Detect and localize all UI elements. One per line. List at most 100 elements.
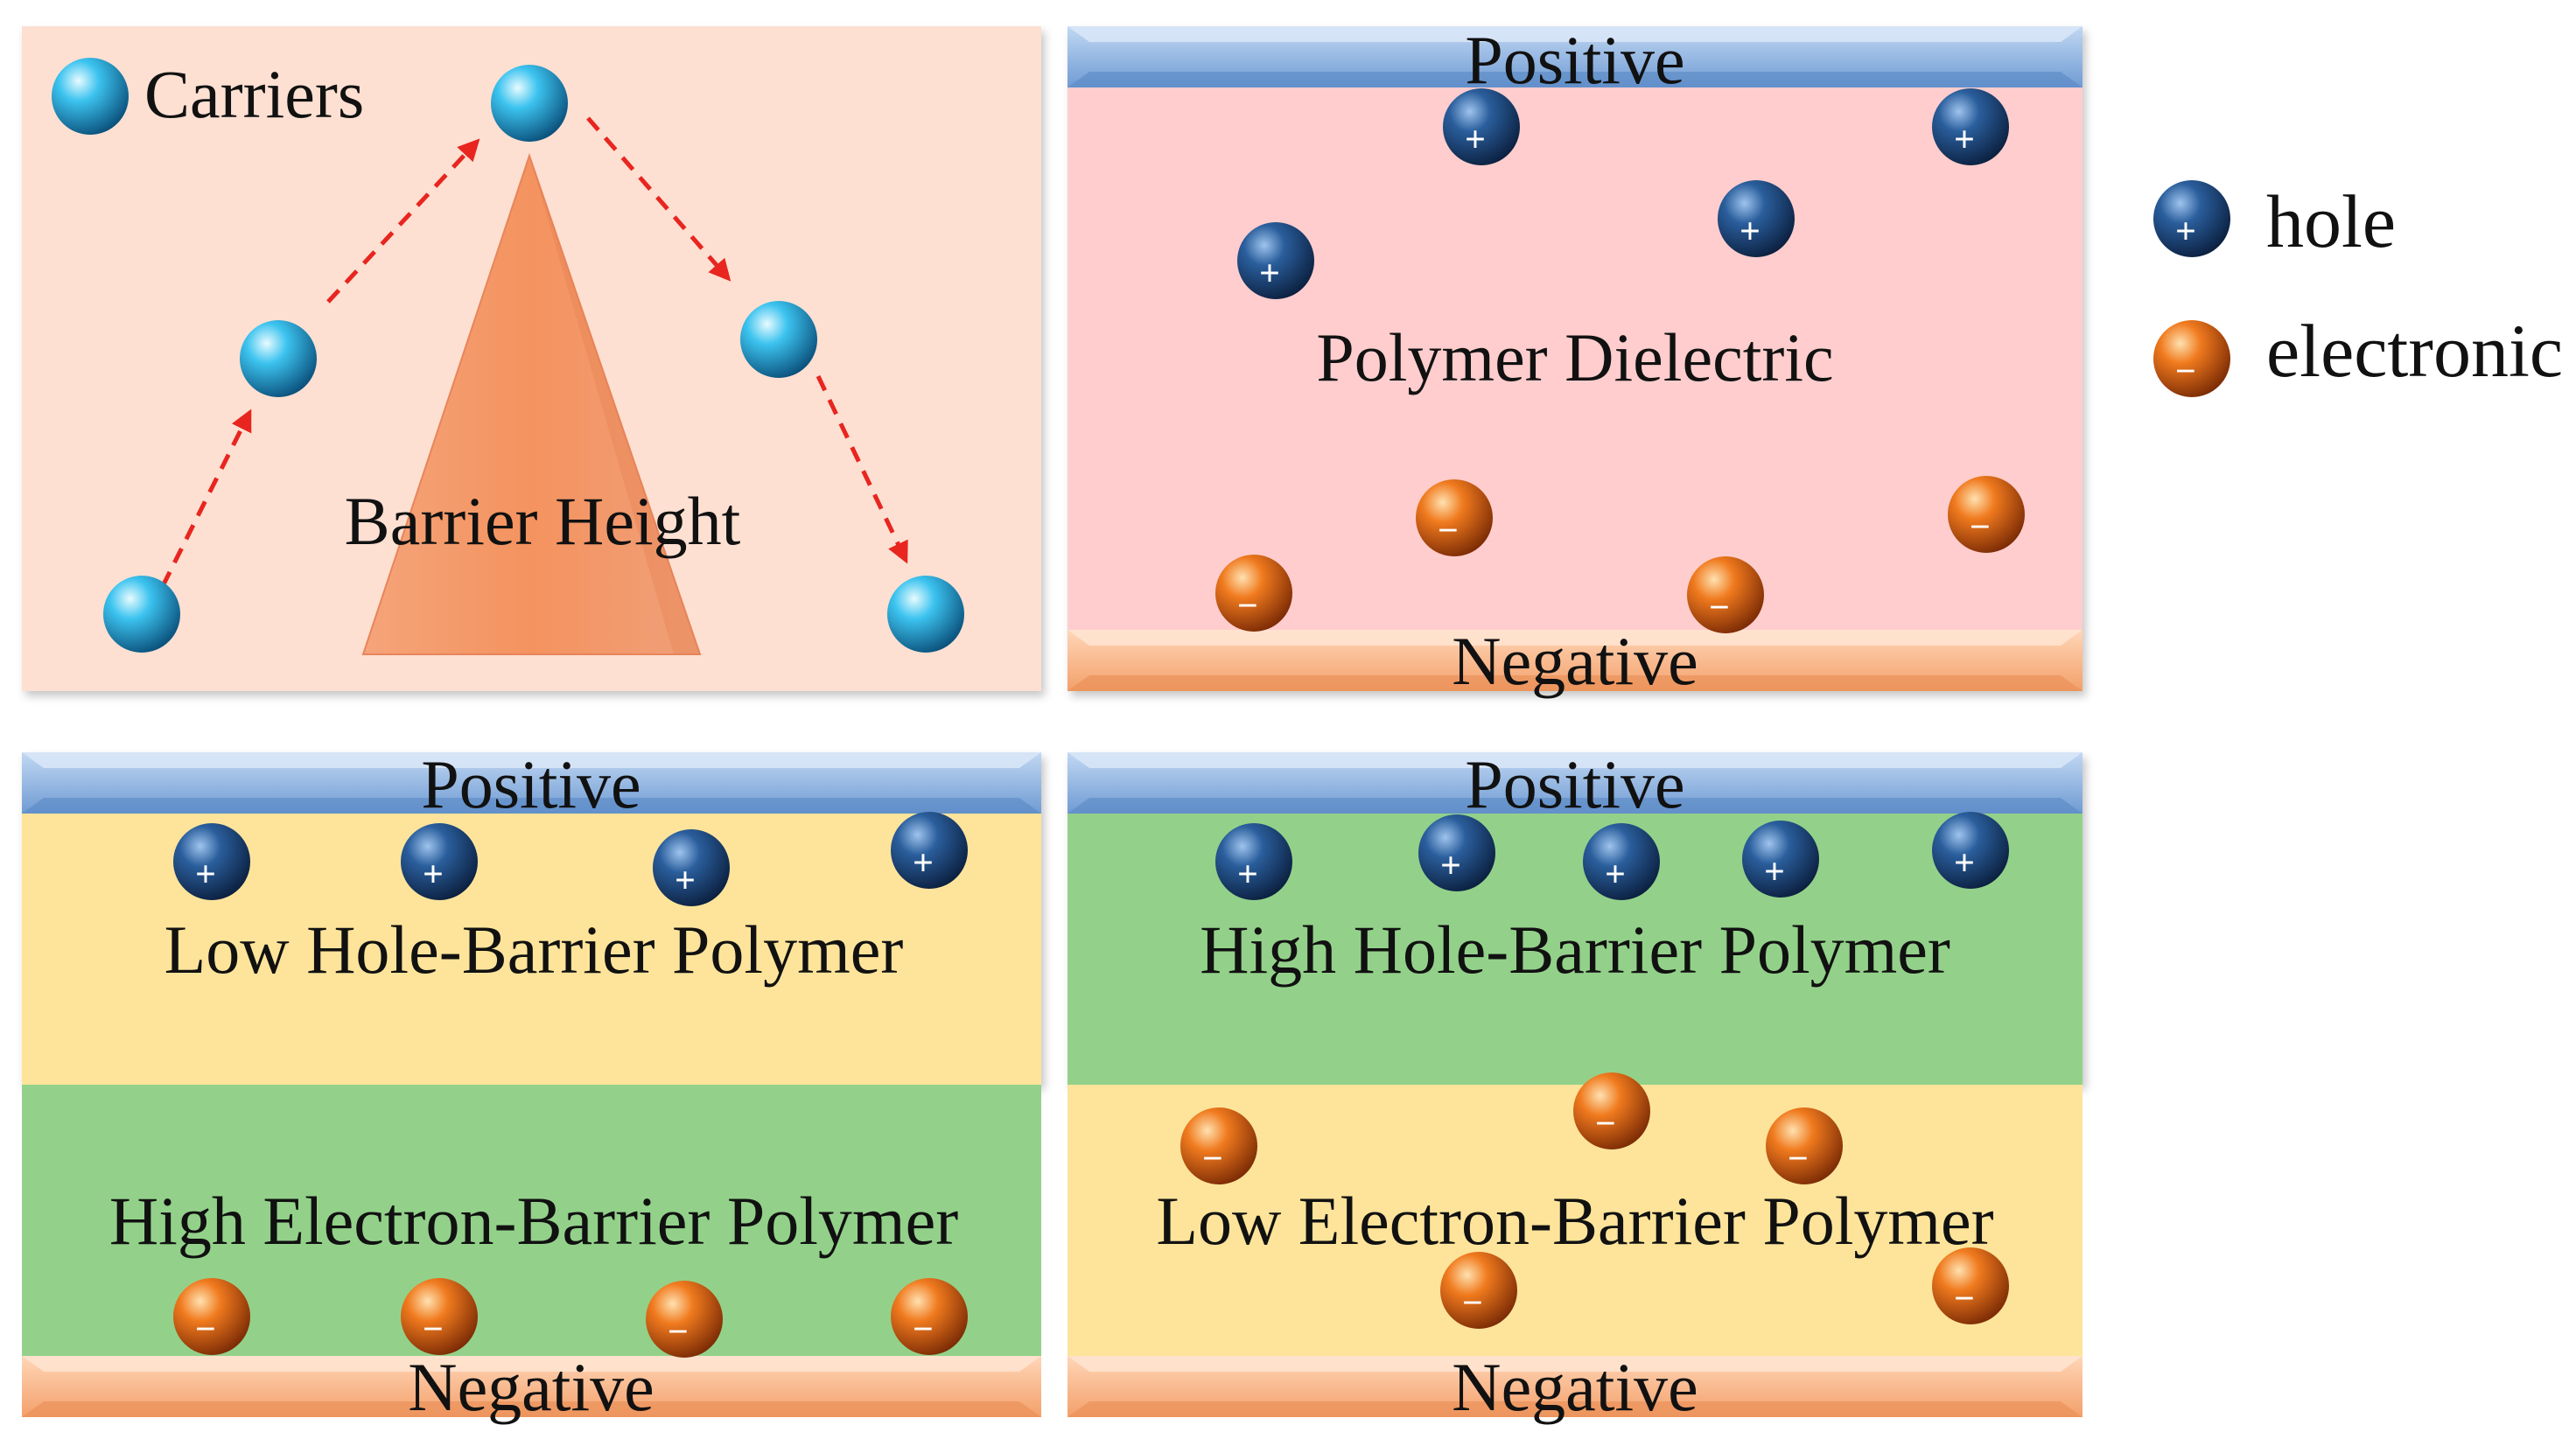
hole-particle: + bbox=[173, 823, 250, 900]
electron-particle: − bbox=[1948, 476, 2025, 553]
hole-particle: + bbox=[2153, 180, 2230, 257]
electron-particle: − bbox=[1766, 1107, 1843, 1184]
plus-sign: + bbox=[675, 861, 696, 901]
hole-particle: + bbox=[401, 823, 478, 900]
electron-sphere bbox=[646, 1281, 723, 1358]
minus-sign: − bbox=[1237, 586, 1258, 626]
plus-sign: + bbox=[913, 843, 934, 884]
hole-sphere bbox=[401, 823, 478, 900]
electron-particles: − − − − − bbox=[1180, 1072, 2009, 1329]
plus-sign: + bbox=[2175, 212, 2196, 252]
carrier-sphere bbox=[491, 65, 568, 142]
minus-sign: − bbox=[2175, 352, 2196, 392]
high-hole-barrier-label: High Hole-Barrier Polymer bbox=[1200, 912, 1950, 988]
positive-label: Positive bbox=[1465, 746, 1684, 822]
electron-sphere bbox=[401, 1278, 478, 1355]
hole-particle: + bbox=[1237, 222, 1314, 299]
electron-particle: − bbox=[2153, 320, 2230, 397]
carrier-sphere bbox=[103, 576, 180, 653]
minus-sign: − bbox=[668, 1312, 689, 1352]
hole-particles: + + + + bbox=[1237, 88, 2009, 299]
electron-sphere bbox=[1573, 1072, 1650, 1149]
hole-sphere bbox=[1718, 180, 1795, 257]
electron-particle: − bbox=[1687, 556, 1764, 633]
hole-sphere bbox=[1237, 222, 1314, 299]
low-hole-barrier-label: Low Hole-Barrier Polymer bbox=[164, 912, 904, 988]
hole-particle: + bbox=[1215, 823, 1292, 900]
negative-label: Negative bbox=[1452, 623, 1698, 699]
electron-sphere bbox=[1416, 479, 1493, 556]
carrier-path-arrows bbox=[160, 116, 908, 588]
carriers-label: Carriers bbox=[144, 56, 364, 132]
polymer-dielectric-panel: Positive Negative Polymer Dielectric +++… bbox=[1068, 22, 2082, 699]
minus-sign: − bbox=[913, 1310, 934, 1350]
plus-sign: + bbox=[1740, 212, 1760, 252]
plus-sign: + bbox=[1954, 120, 1975, 160]
electron-sphere bbox=[1215, 555, 1292, 632]
legend-hole-marker: + bbox=[2153, 180, 2230, 257]
arrow-up-1 bbox=[160, 409, 252, 588]
electron-particle: − bbox=[173, 1278, 250, 1355]
electron-sphere bbox=[1687, 556, 1764, 633]
low-electron-barrier-label: Low Electron-Barrier Polymer bbox=[1156, 1183, 1993, 1259]
electron-sphere bbox=[173, 1278, 250, 1355]
arrow-up-2 bbox=[326, 138, 480, 304]
minus-sign: − bbox=[1709, 588, 1730, 628]
barrier-height-label: Barrier Height bbox=[345, 483, 741, 559]
plus-sign: + bbox=[1465, 120, 1486, 160]
hole-particle: + bbox=[653, 829, 730, 906]
hole-particle: + bbox=[1718, 180, 1795, 257]
hole-sphere bbox=[1583, 823, 1660, 900]
carrier-sphere bbox=[740, 301, 817, 378]
electron-particle: − bbox=[1440, 1252, 1517, 1329]
hole-sphere bbox=[1215, 823, 1292, 900]
legend-hole-label: hole bbox=[2266, 179, 2396, 263]
carriers-legend: Carriers bbox=[52, 56, 364, 135]
hole-sphere bbox=[1932, 88, 2009, 165]
electron-sphere bbox=[1440, 1252, 1517, 1329]
minus-sign: − bbox=[1462, 1283, 1483, 1324]
hole-particle: + bbox=[1418, 814, 1495, 891]
plus-sign: + bbox=[195, 855, 216, 895]
positive-label: Positive bbox=[421, 746, 640, 822]
positive-electrode bbox=[22, 752, 1041, 814]
legend-electronic-label: electronic bbox=[2266, 309, 2563, 393]
hole-particles: + + + + bbox=[173, 812, 968, 906]
hole-particle: + bbox=[891, 812, 968, 889]
electron-particles: −−−− bbox=[173, 1278, 968, 1358]
minus-sign: − bbox=[1970, 507, 1991, 548]
hole-particle: + bbox=[1443, 88, 1520, 165]
electron-particle: − bbox=[1573, 1072, 1650, 1149]
electron-sphere bbox=[1180, 1107, 1257, 1184]
electron-sphere bbox=[1948, 476, 2025, 553]
hole-sphere bbox=[653, 829, 730, 906]
electron-particle: − bbox=[891, 1278, 968, 1355]
electron-particle: − bbox=[1416, 479, 1493, 556]
hole-particle: + bbox=[1583, 823, 1660, 900]
minus-sign: − bbox=[1202, 1139, 1223, 1179]
minus-sign: − bbox=[1788, 1139, 1809, 1179]
hole-sphere bbox=[1418, 814, 1495, 891]
arrow-down-2 bbox=[816, 374, 908, 564]
hole-sphere bbox=[891, 812, 968, 889]
plus-sign: + bbox=[1259, 254, 1280, 294]
negative-label: Negative bbox=[408, 1349, 654, 1425]
high-electron-barrier-label: High Electron-Barrier Polymer bbox=[109, 1183, 958, 1259]
hole-particles: + + + + + bbox=[1215, 812, 2009, 900]
electron-particles: − − − − bbox=[1215, 476, 2025, 633]
positive-electrode bbox=[1068, 26, 2082, 87]
carrier-sphere bbox=[52, 58, 129, 135]
negative-electrode bbox=[1068, 630, 2082, 691]
legend-electron-marker: − bbox=[2153, 320, 2230, 397]
hole-sphere bbox=[173, 823, 250, 900]
positive-electrode bbox=[1068, 752, 2082, 814]
hole-particle: + bbox=[1932, 812, 2009, 889]
carrier-sphere bbox=[240, 320, 317, 397]
negative-electrode bbox=[22, 1356, 1041, 1417]
low-hole-barrier-panel: Positive Negative Low Hole-Barrier Polym… bbox=[22, 746, 1041, 1425]
plus-sign: + bbox=[1605, 855, 1626, 895]
electron-particle: − bbox=[1215, 555, 1292, 632]
hole-particle: + bbox=[1932, 88, 2009, 165]
minus-sign: − bbox=[1954, 1279, 1975, 1319]
hole-particle: + bbox=[1742, 821, 1819, 898]
